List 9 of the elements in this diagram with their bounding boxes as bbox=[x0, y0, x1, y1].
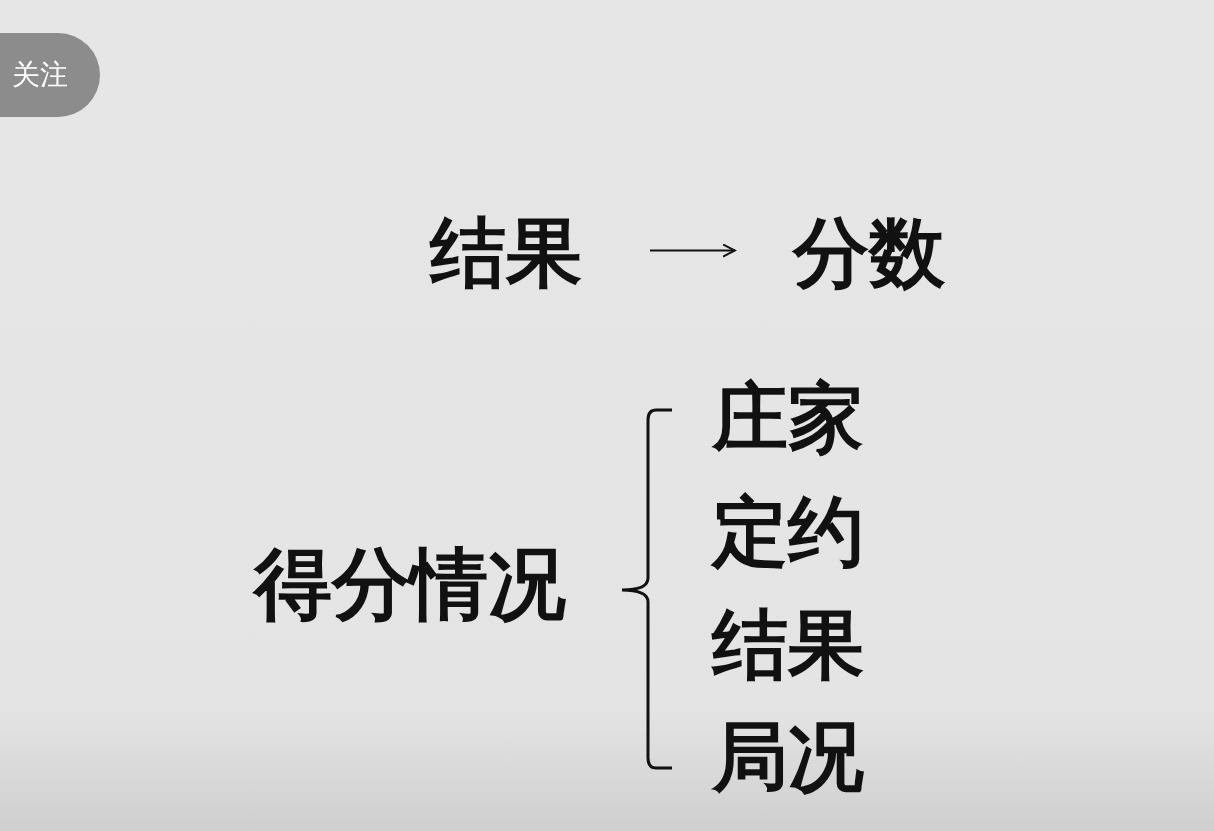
group-heading: 得分情况 bbox=[254, 546, 566, 624]
term-text: 分数 bbox=[793, 214, 945, 291]
list-item: 定约 bbox=[712, 494, 864, 570]
term-text: 结果 bbox=[430, 214, 582, 291]
arrow bbox=[649, 243, 736, 258]
follow-button: 关注 bbox=[0, 33, 100, 117]
list-item: 局况 bbox=[712, 719, 864, 795]
list-item: 庄家 bbox=[712, 380, 864, 456]
list-item: 结果 bbox=[712, 607, 864, 683]
